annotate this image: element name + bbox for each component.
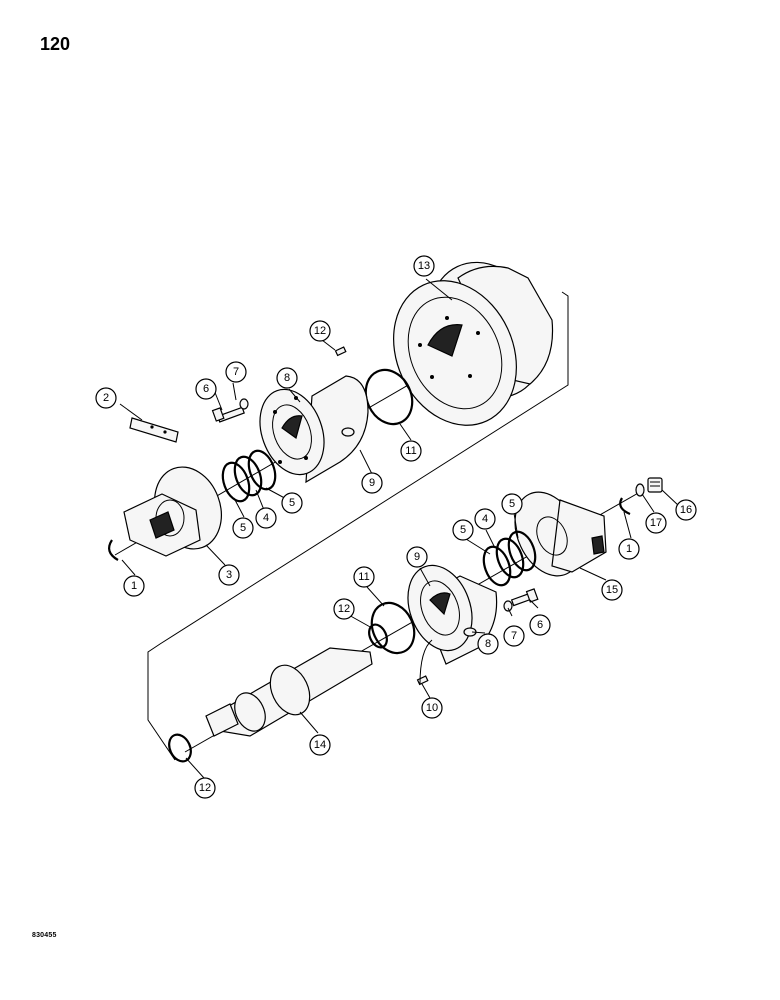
svg-text:9: 9	[414, 551, 420, 563]
svg-text:3: 3	[226, 569, 232, 581]
o-ring-upper	[364, 368, 414, 426]
end-housing-lower	[514, 491, 607, 577]
svg-text:8: 8	[284, 372, 290, 384]
o-ring-bottom	[168, 733, 192, 763]
callout-12-lower: 12	[333, 598, 355, 620]
bolt-upper	[211, 406, 245, 423]
retainer-plate	[129, 417, 179, 443]
svg-text:4: 4	[482, 513, 488, 525]
svg-text:11: 11	[358, 571, 369, 583]
callout-10-lower: 10	[421, 697, 443, 719]
seal-ring-upper-b	[233, 455, 263, 497]
svg-text:7: 7	[511, 630, 517, 642]
callout-2: 2	[95, 387, 117, 409]
callout-4-lower: 4	[474, 508, 496, 530]
pin-lower	[416, 675, 429, 686]
washer-upper	[239, 398, 249, 410]
callout-4-upper: 4	[255, 507, 277, 529]
callout-5-lower-right: 5	[501, 493, 523, 515]
fill-plug	[647, 477, 663, 493]
figure-code: 830455	[32, 932, 57, 939]
bolt-lower	[510, 588, 539, 607]
page-number: 120	[40, 34, 71, 54]
callout-5-upper-right: 5	[281, 492, 303, 514]
roller-shell-part	[393, 261, 554, 426]
callout-5-lower-left: 5	[452, 519, 474, 541]
callout-13: 13	[413, 255, 435, 277]
callout-9-lower: 9	[406, 546, 428, 568]
assembly-boundary-line	[147, 291, 569, 761]
pin-upper	[334, 346, 347, 357]
end-housing-upper	[123, 466, 222, 557]
callout-3: 3	[218, 564, 240, 586]
svg-text:2: 2	[103, 392, 109, 404]
svg-text:10: 10	[426, 702, 438, 714]
svg-text:5: 5	[240, 522, 246, 534]
svg-text:6: 6	[203, 383, 209, 395]
svg-text:6: 6	[537, 619, 543, 631]
svg-text:11: 11	[405, 445, 416, 457]
callout-1-lower: 1	[618, 538, 640, 560]
svg-text:15: 15	[606, 584, 618, 596]
svg-text:1: 1	[626, 543, 632, 555]
svg-text:17: 17	[650, 517, 662, 529]
svg-text:16: 16	[680, 504, 692, 516]
callout-14: 14	[309, 734, 331, 756]
seal-ring-upper-a	[221, 461, 251, 503]
svg-text:1: 1	[131, 580, 137, 592]
callout-10-upper: 12	[309, 320, 331, 342]
clip-upper	[107, 539, 119, 561]
svg-text:5: 5	[460, 524, 466, 536]
svg-text:7: 7	[233, 366, 239, 378]
seal-ring-lower-b	[495, 537, 525, 579]
collar-lower	[407, 564, 498, 665]
callout-17: 17	[645, 512, 667, 534]
svg-text:14: 14	[314, 739, 326, 751]
svg-text:12: 12	[338, 603, 350, 615]
svg-text:12: 12	[199, 782, 211, 794]
roller-shaft	[205, 647, 373, 737]
plug-washer	[635, 483, 645, 497]
svg-text:13: 13	[418, 260, 430, 272]
callout-6-lower: 6	[529, 614, 551, 636]
seal-ring-lower-a	[482, 545, 512, 587]
seal-ring-upper-c	[247, 449, 277, 491]
svg-text:5: 5	[289, 497, 295, 509]
callout-8-upper: 8	[276, 367, 298, 389]
washer-lower	[503, 600, 513, 612]
svg-text:9: 9	[369, 477, 375, 489]
callout-16: 16	[675, 499, 697, 521]
clip-lower	[619, 497, 631, 516]
svg-text:12: 12	[314, 325, 326, 337]
callout-5-upper-left: 5	[232, 517, 254, 539]
callout-6-upper: 6	[195, 378, 217, 400]
collar-upper	[259, 375, 369, 484]
callout-12-bottom: 12	[194, 777, 216, 799]
seal-ring-lower-c	[507, 530, 537, 572]
callout-9-upper: 9	[361, 472, 383, 494]
callout-1-upper: 1	[123, 575, 145, 597]
svg-text:8: 8	[485, 638, 491, 650]
callout-7-upper: 7	[225, 361, 247, 383]
o-ring-lower-small	[368, 623, 388, 649]
callout-8-lower: 8	[477, 633, 499, 655]
callout-15: 15	[601, 579, 623, 601]
callout-11-lower: 11	[353, 566, 375, 588]
callout-7-lower: 7	[503, 625, 525, 647]
callout-11-upper: 11	[400, 440, 422, 462]
svg-text:4: 4	[263, 512, 269, 524]
svg-text:5: 5	[509, 498, 515, 510]
